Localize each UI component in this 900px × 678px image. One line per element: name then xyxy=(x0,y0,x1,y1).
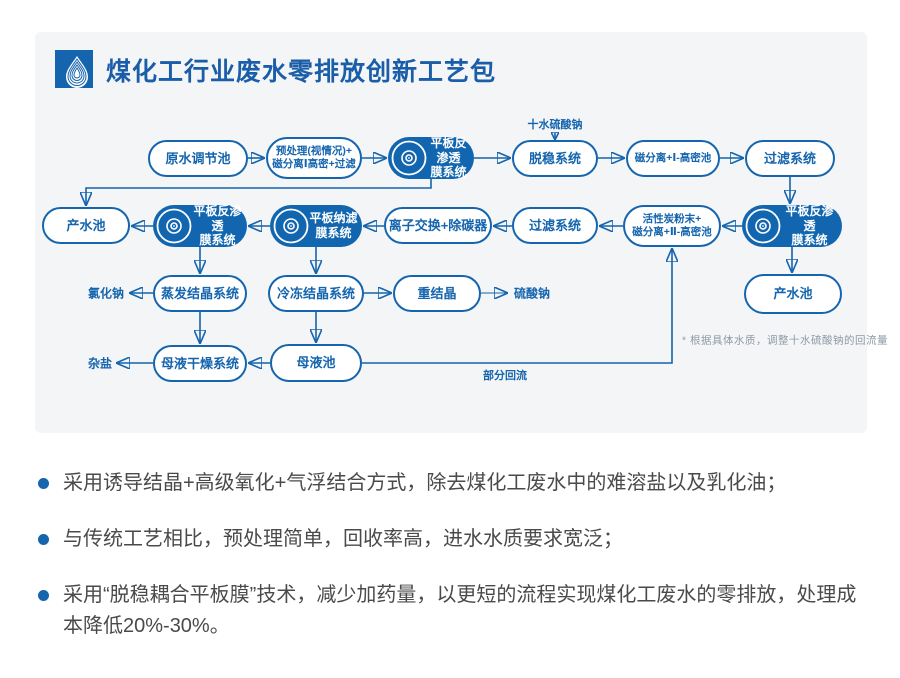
node-label: 预处理(视情况)+磁分离Ⅰ高密+过滤 xyxy=(272,145,356,170)
bullet-item-1: 采用诱导结晶+高级氧化+气浮结合方式，除去煤化工废水中的难溶盐以及乳化油； xyxy=(36,468,868,499)
bullet-dot-icon xyxy=(38,534,49,545)
node-label: 母液池 xyxy=(296,355,336,371)
node-filter-system-2: 过滤系统 xyxy=(512,207,598,244)
membrane-disc-icon xyxy=(156,208,192,244)
node-label: 过滤系统 xyxy=(528,217,581,233)
node-product-water-pool-2: 产水池 xyxy=(744,274,842,314)
node-raw-water-pool: 原水调节池 xyxy=(148,140,248,177)
node-label: 过滤系统 xyxy=(763,150,816,166)
bullet-dot-icon xyxy=(38,590,49,601)
water-drop-logo-icon xyxy=(55,50,93,88)
node-flat-ro-membrane-2: 平板反渗透膜系统 xyxy=(153,204,247,248)
sodium-sulfate-label: 硫酸钠 xyxy=(513,286,551,301)
node-label: 蒸发结晶系统 xyxy=(160,285,239,301)
node-label: 产水池 xyxy=(773,286,813,302)
node-label: 平板纳滤膜系统 xyxy=(309,211,358,240)
mixed-salt-label: 杂盐 xyxy=(87,356,113,371)
node-label: 平板反渗透膜系统 xyxy=(430,136,467,180)
node-mother-liquor-drying: 母液干燥系统 xyxy=(153,345,247,382)
membrane-disc-icon xyxy=(273,208,309,244)
feature-bullet-list: 采用诱导结晶+高级氧化+气浮结合方式，除去煤化工废水中的难溶盐以及乳化油； 与传统… xyxy=(36,468,868,667)
bullet-text: 采用诱导结晶+高级氧化+气浮结合方式，除去煤化工废水中的难溶盐以及乳化油； xyxy=(63,472,787,494)
footnote: * 根据具体水质，调整十水硫酸钠的回流量 xyxy=(682,334,889,347)
bullet-text: 与传统工艺相比，预处理简单，回收率高，进水水质要求宽泛； xyxy=(63,528,623,550)
node-label: 冷冻结晶系统 xyxy=(276,285,355,301)
node-label: 产水池 xyxy=(66,217,106,233)
node-evaporation-crystallization: 蒸发结晶系统 xyxy=(153,275,247,312)
bullet-text: 采用“脱稳耦合平板膜”技术，减少加药量，以更短的流程实现煤化工废水的零排放，处理… xyxy=(63,584,857,637)
node-label: 重结晶 xyxy=(417,285,457,301)
node-ion-exchange: 离子交换+除碳器 xyxy=(384,207,492,244)
node-label: 原水调节池 xyxy=(165,150,231,166)
node-label: 脱稳系统 xyxy=(528,150,581,166)
node-recrystallization: 重结晶 xyxy=(393,275,481,312)
partial-reflux-label: 部分回流 xyxy=(483,370,527,382)
node-mother-liquor-pool: 母液池 xyxy=(270,344,362,382)
node-activated-carbon-magsep-2: 活性炭粉末+磁分离+Ⅱ-高密池 xyxy=(623,205,721,247)
membrane-disc-icon xyxy=(391,140,427,176)
node-freezing-crystallization: 冷冻结晶系统 xyxy=(268,275,364,312)
node-label: 母液干燥系统 xyxy=(160,355,239,371)
sodium-sulfate-decahydrate-label: 十水硫酸钠 xyxy=(527,119,583,131)
page-title: 煤化工行业废水零排放创新工艺包 xyxy=(106,58,497,86)
bullet-dot-icon xyxy=(38,478,49,489)
node-product-water-pool-1: 产水池 xyxy=(42,207,130,244)
node-pretreatment: 预处理(视情况)+磁分离Ⅰ高密+过滤 xyxy=(266,137,362,179)
node-flat-ro-membrane-1: 平板反渗透膜系统 xyxy=(388,136,474,180)
sodium-chloride-label: 氯化钠 xyxy=(87,286,125,301)
node-flat-ro-membrane-3: 平板反渗透膜系统 xyxy=(742,204,842,248)
node-label: 活性炭粉末+磁分离+Ⅱ-高密池 xyxy=(632,213,712,238)
node-label: 磁分离+Ⅰ-高密池 xyxy=(634,152,712,165)
bullet-item-3: 采用“脱稳耦合平板膜”技术，减少加药量，以更短的流程实现煤化工废水的零排放，处理… xyxy=(36,580,868,642)
node-label: 平板反渗透膜系统 xyxy=(785,204,834,248)
bullet-item-2: 与传统工艺相比，预处理简单，回收率高，进水水质要求宽泛； xyxy=(36,524,868,555)
node-label: 平板反渗透膜系统 xyxy=(193,204,242,248)
membrane-disc-icon xyxy=(745,208,781,244)
node-label: 离子交换+除碳器 xyxy=(388,217,488,233)
node-flat-nf-membrane: 平板纳滤膜系统 xyxy=(270,205,362,247)
node-destabilization-system: 脱稳系统 xyxy=(512,140,598,177)
node-magnetic-separation-1: 磁分离+Ⅰ-高密池 xyxy=(626,140,720,177)
node-filter-system-1: 过滤系统 xyxy=(745,140,835,177)
